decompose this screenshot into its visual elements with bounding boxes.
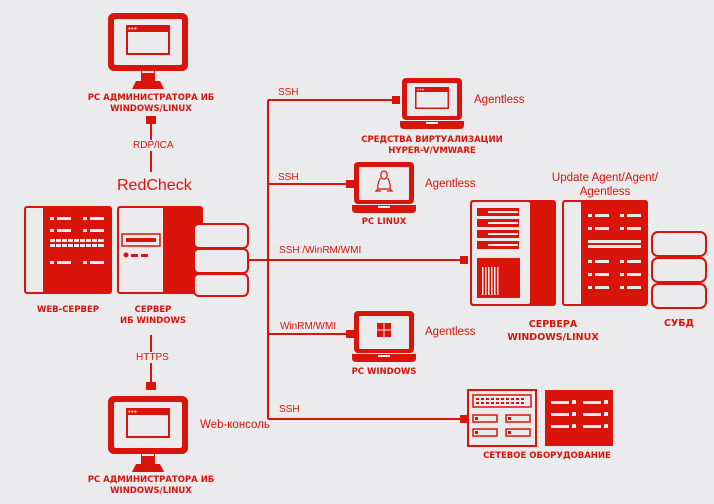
server-rack-icon xyxy=(562,200,648,306)
network-equipment-label: СЕТЕВОЕ ОБОРУДОВАНИЕ xyxy=(483,451,611,461)
security-server-label: СЕРВЕР ИБ WINDOWS xyxy=(116,305,190,327)
admin-pc-top-label-line2: WINDOWS/LINUX xyxy=(110,104,192,114)
redcheck-brand-label: RedCheck xyxy=(117,177,192,194)
servers-mode-line2: Agentless xyxy=(579,186,631,198)
security-server-label-line2: ИБ WINDOWS xyxy=(120,316,186,326)
servers-mode-line1: Update Agent/Agent/ xyxy=(551,172,659,184)
servers-label-line2: WINDOWS/LINUX xyxy=(507,332,599,343)
servers-label-line1: СЕРВЕРА xyxy=(528,319,578,330)
server-chassis-icon xyxy=(470,200,556,306)
https-protocol-label: HTTPS xyxy=(134,352,171,363)
server-tower-icon xyxy=(117,206,203,294)
network-switch-icon xyxy=(467,389,537,447)
virtualization-label-line2: HYPER-V/VMWARE xyxy=(388,146,476,156)
web-server-label: WEB-СЕРВЕР xyxy=(37,305,99,315)
monitor-icon xyxy=(108,13,188,89)
admin-pc-bottom-label: PC АДМИНИСТРАТОРА ИБ WINDOWS/LINUX xyxy=(80,475,222,497)
windows-logo-icon xyxy=(377,323,391,337)
dbms-label: СУБД xyxy=(664,318,694,329)
virtualization-mode-label: Agentless xyxy=(474,94,525,106)
pc-windows-label: PC WINDOWS xyxy=(351,367,417,377)
ssh-virtualization-label: SSH xyxy=(278,87,299,98)
linux-mode-label: Agentless xyxy=(425,178,476,190)
laptop-linux-icon xyxy=(352,162,416,213)
storage-stack-icon xyxy=(193,223,249,297)
pc-linux-label: PC LINUX xyxy=(361,217,407,227)
rdp-protocol-label: RDP/ICA xyxy=(131,140,176,151)
laptop-icon xyxy=(400,78,464,129)
ssh-network-label: SSH xyxy=(279,404,300,415)
admin-pc-top-label-line1: PC АДМИНИСТРАТОРА ИБ xyxy=(87,93,215,103)
servers-mode-label: Update Agent/Agent/ Agentless xyxy=(535,171,675,199)
security-server-label-line1: СЕРВЕР xyxy=(134,305,172,315)
monitor-icon xyxy=(108,396,188,472)
connector-ports xyxy=(146,96,468,423)
connection-lines xyxy=(150,99,466,420)
admin-pc-bottom-label-line1: PC АДМИНИСТРАТОРА ИБ xyxy=(87,475,215,485)
admin-pc-top-label: PC АДМИНИСТРАТОРА ИБ WINDOWS/LINUX xyxy=(80,93,222,115)
database-icon xyxy=(651,231,707,309)
network-router-icon xyxy=(545,390,613,446)
virtualization-label-line1: СРЕДСТВА ВИРТУАЛИЗАЦИИ xyxy=(361,135,503,145)
ssh-linux-label: SSH xyxy=(278,172,299,183)
servers-label: СЕРВЕРА WINDOWS/LINUX xyxy=(505,318,601,344)
server-rack-icon xyxy=(24,206,112,294)
winrm-windows-label: WinRM/WMI xyxy=(280,321,337,332)
virtualization-label: СРЕДСТВА ВИРТУАЛИЗАЦИИ HYPER-V/VMWARE xyxy=(352,135,512,157)
web-console-label: Web-консоль xyxy=(200,419,270,431)
laptop-windows-icon xyxy=(352,311,416,362)
linux-tux-icon xyxy=(374,170,394,192)
servers-protocol-label: SSH /WinRM/WMI xyxy=(279,245,362,256)
admin-pc-bottom-label-line2: WINDOWS/LINUX xyxy=(110,486,192,496)
windows-mode-label: Agentless xyxy=(425,326,476,338)
